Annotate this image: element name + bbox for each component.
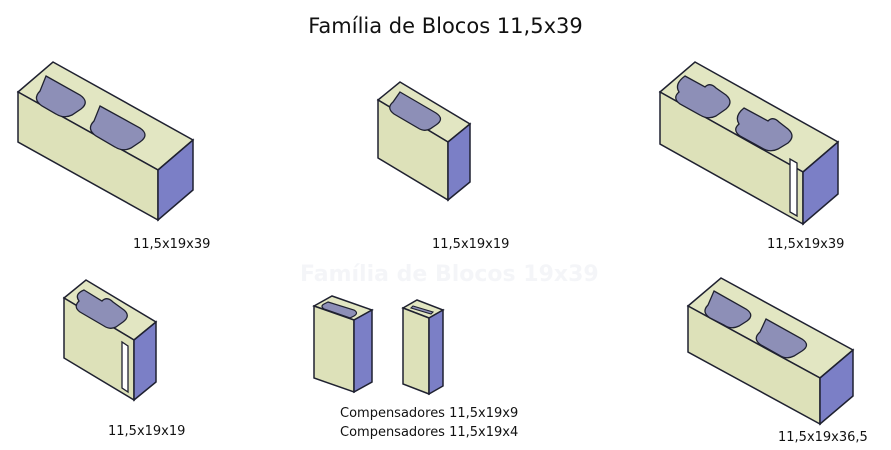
hole-2 <box>755 318 808 359</box>
block-side-face <box>447 122 471 202</box>
hole-2 <box>89 105 146 151</box>
block-front-face <box>402 306 430 396</box>
hole <box>321 301 358 319</box>
block-11-5x19x19-one-hole-slotted <box>62 279 158 402</box>
block-compensator-11-5x19x4 <box>401 299 445 396</box>
block-label: 11,5x19x36,5 <box>778 430 868 445</box>
block-side-face <box>428 308 444 396</box>
block-label: 11,5x19x39 <box>133 237 211 252</box>
block-compensator-11-5x19x9 <box>312 295 374 394</box>
background-ghost-print: Família de Blocos 19x39 <box>300 262 599 287</box>
hole-1 <box>704 290 752 329</box>
slot <box>409 305 435 315</box>
block-side-face <box>819 348 854 426</box>
block-11-5x19x19-one-hole <box>376 81 472 202</box>
block-side-face <box>157 138 194 222</box>
block-label: 11,5x19x19 <box>108 424 186 439</box>
block-label: 11,5x19x19 <box>432 237 510 252</box>
page-title: Família de Blocos 11,5x39 <box>308 14 583 38</box>
block-label: 11,5x19x39 <box>767 237 845 252</box>
hole-notched <box>75 289 128 329</box>
hole-notched-2 <box>735 107 793 152</box>
block-11-5x19x36-5-two-hole <box>686 277 855 426</box>
block-11-5x19x39-two-hole <box>16 61 195 222</box>
block-side-face <box>133 320 157 402</box>
block-11-5x19x39-two-hole-slotted <box>658 61 840 226</box>
block-label: Compensadores 11,5x19x4 <box>340 425 519 440</box>
end-slot <box>121 340 129 394</box>
hole <box>389 91 442 131</box>
hole-1 <box>35 75 86 118</box>
block-side-face <box>802 140 839 226</box>
end-slot <box>789 157 798 218</box>
block-side-face <box>353 308 373 394</box>
block-label: Compensadores 11,5x19x9 <box>340 406 519 421</box>
block-front-face <box>313 304 355 394</box>
hole-notched-1 <box>675 75 731 119</box>
